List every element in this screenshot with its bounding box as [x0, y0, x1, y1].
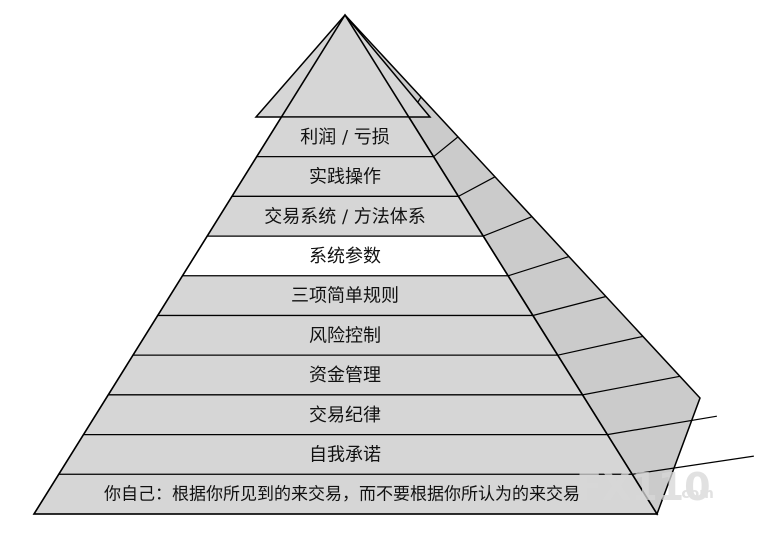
side-divider-line [632, 455, 754, 475]
pyramid-level-label: 你自己：根据你所见到的来交易，而不要根据你所认为的来交易 [104, 485, 580, 505]
pyramid-level-label: 风险控制 [309, 325, 381, 346]
side-divider-line [557, 335, 644, 356]
pyramid-tip [254, 13, 432, 118]
side-divider-line [458, 176, 496, 197]
pyramid-level-label: 系统参数 [309, 246, 381, 267]
pyramid-level-label: 三项简单规则 [291, 286, 399, 307]
side-divider-line [607, 415, 717, 436]
watermark-main: FX110 [576, 465, 711, 509]
pyramid-level-label: 资金管理 [309, 365, 381, 386]
side-divider-line [507, 256, 570, 277]
side-divider-line [483, 216, 533, 237]
pyramid-side-divider-lines [408, 96, 754, 475]
side-divider-line [433, 136, 459, 158]
pyramid-level-label: 交易纪律 [309, 405, 381, 426]
pyramid-level-label: 自我承诺 [309, 444, 381, 465]
watermark: FX110 .com [576, 465, 714, 509]
pyramid-level-label: 利润 / 亏损 [300, 127, 390, 148]
pyramid-front-outline [32, 13, 659, 515]
watermark-suffix: .com [676, 486, 714, 502]
pyramid-level-label: 实践操作 [309, 167, 381, 188]
pyramid-level-label: 交易系统 / 方法体系 [264, 206, 426, 227]
side-divider-line [532, 295, 607, 317]
side-divider-line [582, 375, 680, 396]
